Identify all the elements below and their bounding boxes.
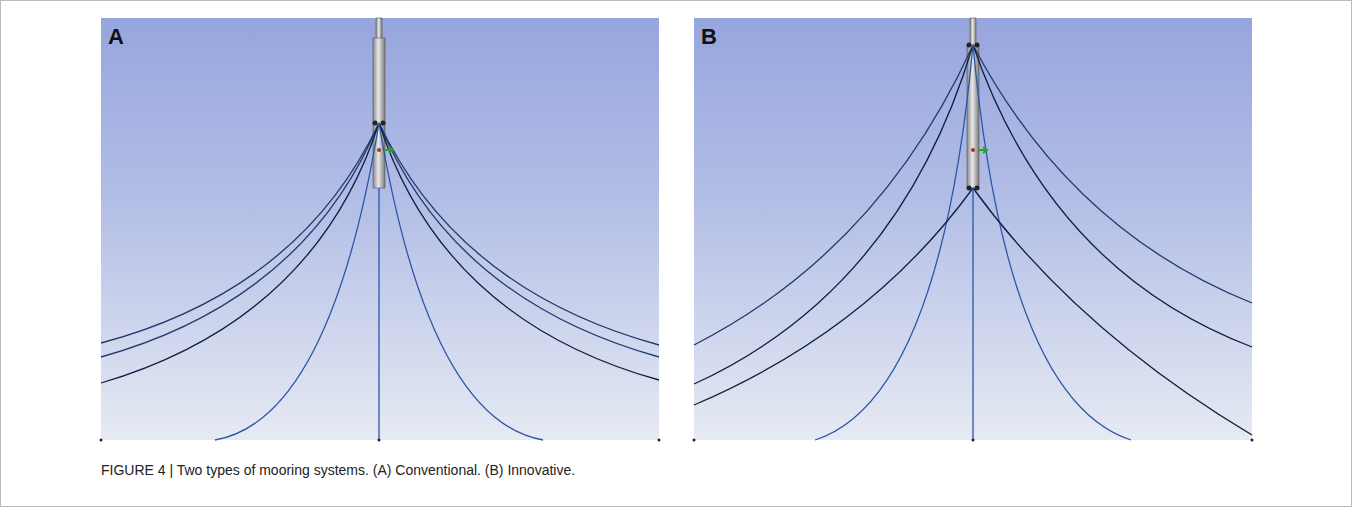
panel-label: A (108, 24, 124, 50)
panel-innovative (693, 18, 1254, 442)
figure-caption: FIGURE 4 | Two types of mooring systems.… (101, 462, 575, 478)
panel-label: B (701, 24, 717, 50)
panel-conventional (100, 18, 661, 442)
